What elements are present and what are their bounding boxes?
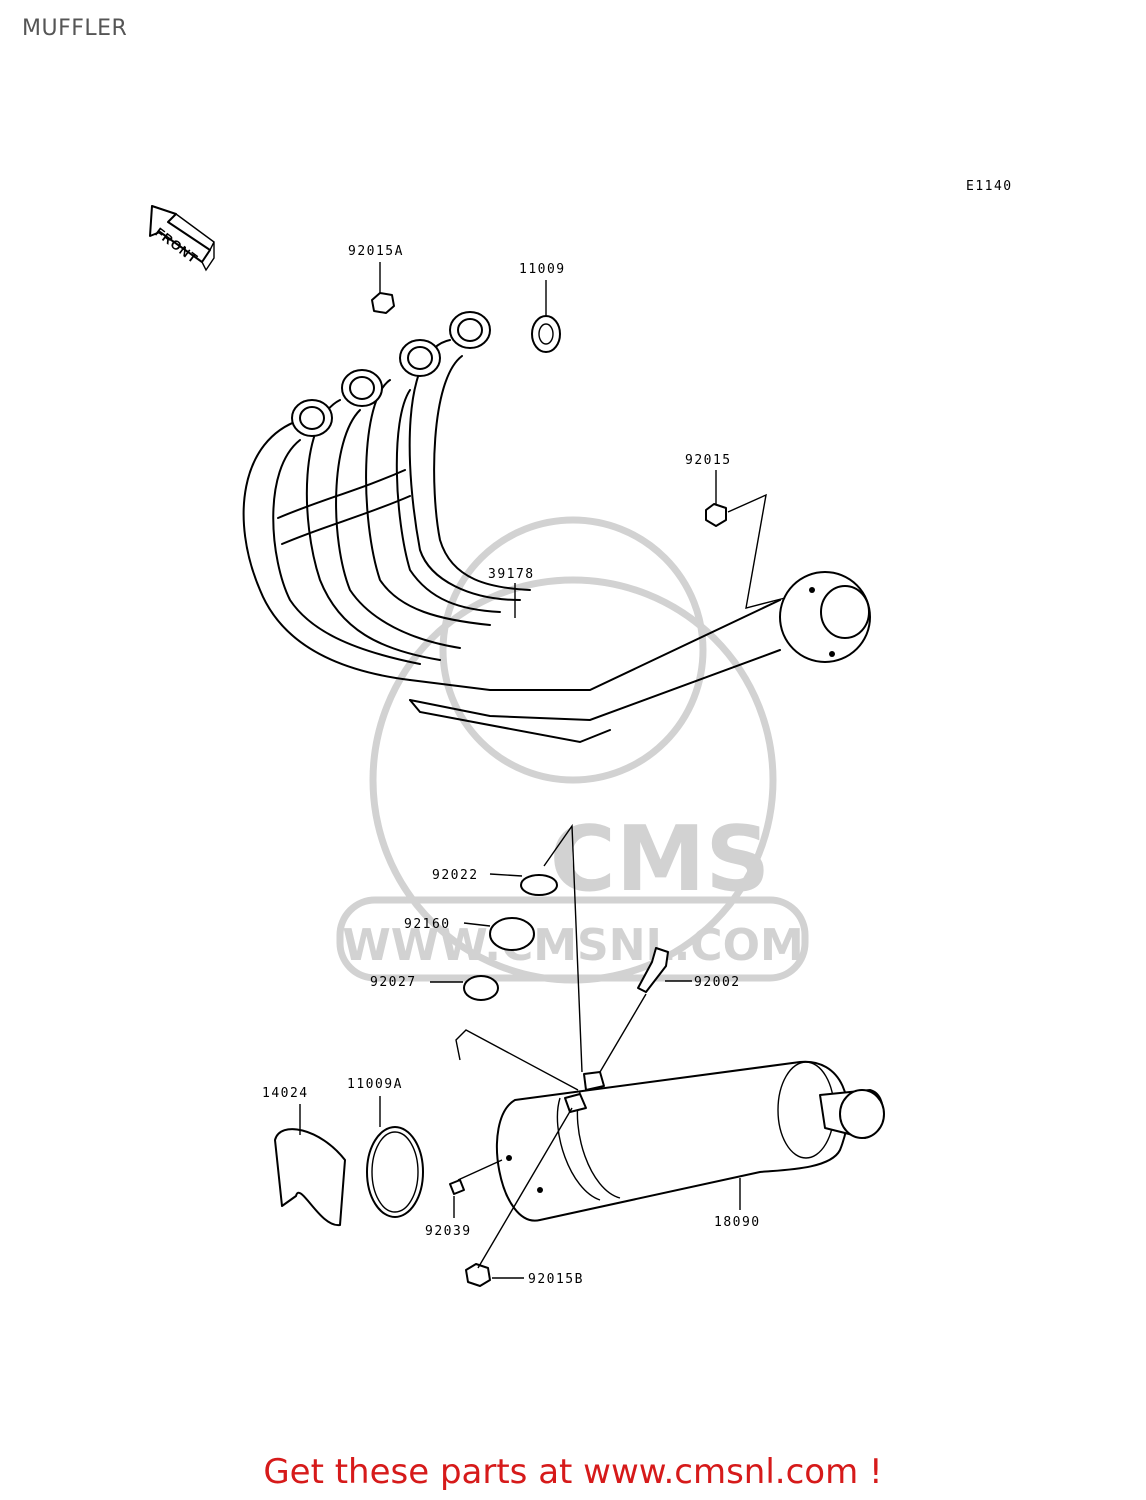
label-11009: 11009 bbox=[519, 262, 566, 277]
nut-92015-icon bbox=[705, 503, 727, 527]
label-11009a: 11009A bbox=[347, 1077, 403, 1092]
gasket-11009a-icon bbox=[366, 1126, 424, 1218]
page-title: MUFFLER bbox=[22, 16, 128, 41]
label-39178: 39178 bbox=[488, 567, 535, 582]
screw-92039-icon bbox=[449, 1179, 465, 1195]
muffler-18090-icon bbox=[495, 1060, 885, 1222]
damper-92160-icon bbox=[489, 917, 535, 951]
label-92015: 92015 bbox=[685, 453, 732, 468]
bolt-92002-icon bbox=[637, 947, 669, 993]
nut-92015a-icon bbox=[371, 292, 395, 314]
label-92022: 92022 bbox=[432, 868, 479, 883]
label-92160: 92160 bbox=[404, 917, 451, 932]
part-labels: 92015A 11009 92015 39178 92022 92160 920… bbox=[262, 244, 761, 1287]
washer-92022-icon bbox=[520, 874, 558, 896]
watermark-brand: CMS bbox=[550, 807, 770, 912]
collar-92027-icon bbox=[463, 975, 499, 1001]
diagram-code: E1140 bbox=[966, 179, 1013, 194]
watermark-url: WWW.CMSNL.COM bbox=[342, 920, 804, 971]
label-92002: 92002 bbox=[694, 975, 741, 990]
cover-14024-icon bbox=[274, 1128, 346, 1227]
front-arrow-icon: FRONT bbox=[149, 205, 215, 272]
cms-watermark: CMS WWW.CMSNL.COM bbox=[336, 516, 809, 984]
parts-diagram: CMS WWW.CMSNL.COM FRONT E1140 bbox=[149, 179, 1013, 1287]
label-18090: 18090 bbox=[714, 1215, 761, 1230]
footer-cta[interactable]: Get these parts at www.cmsnl.com ! bbox=[263, 1452, 883, 1492]
label-14024: 14024 bbox=[262, 1086, 309, 1101]
gasket-11009-icon bbox=[531, 315, 561, 353]
label-92027: 92027 bbox=[370, 975, 417, 990]
exhaust-pipe-assembly bbox=[242, 311, 871, 744]
nut-92015b-icon bbox=[465, 1263, 491, 1287]
leader-lines bbox=[299, 262, 786, 1279]
label-92015a: 92015A bbox=[348, 244, 404, 259]
label-92015b: 92015B bbox=[528, 1272, 584, 1287]
label-92039: 92039 bbox=[425, 1224, 472, 1239]
